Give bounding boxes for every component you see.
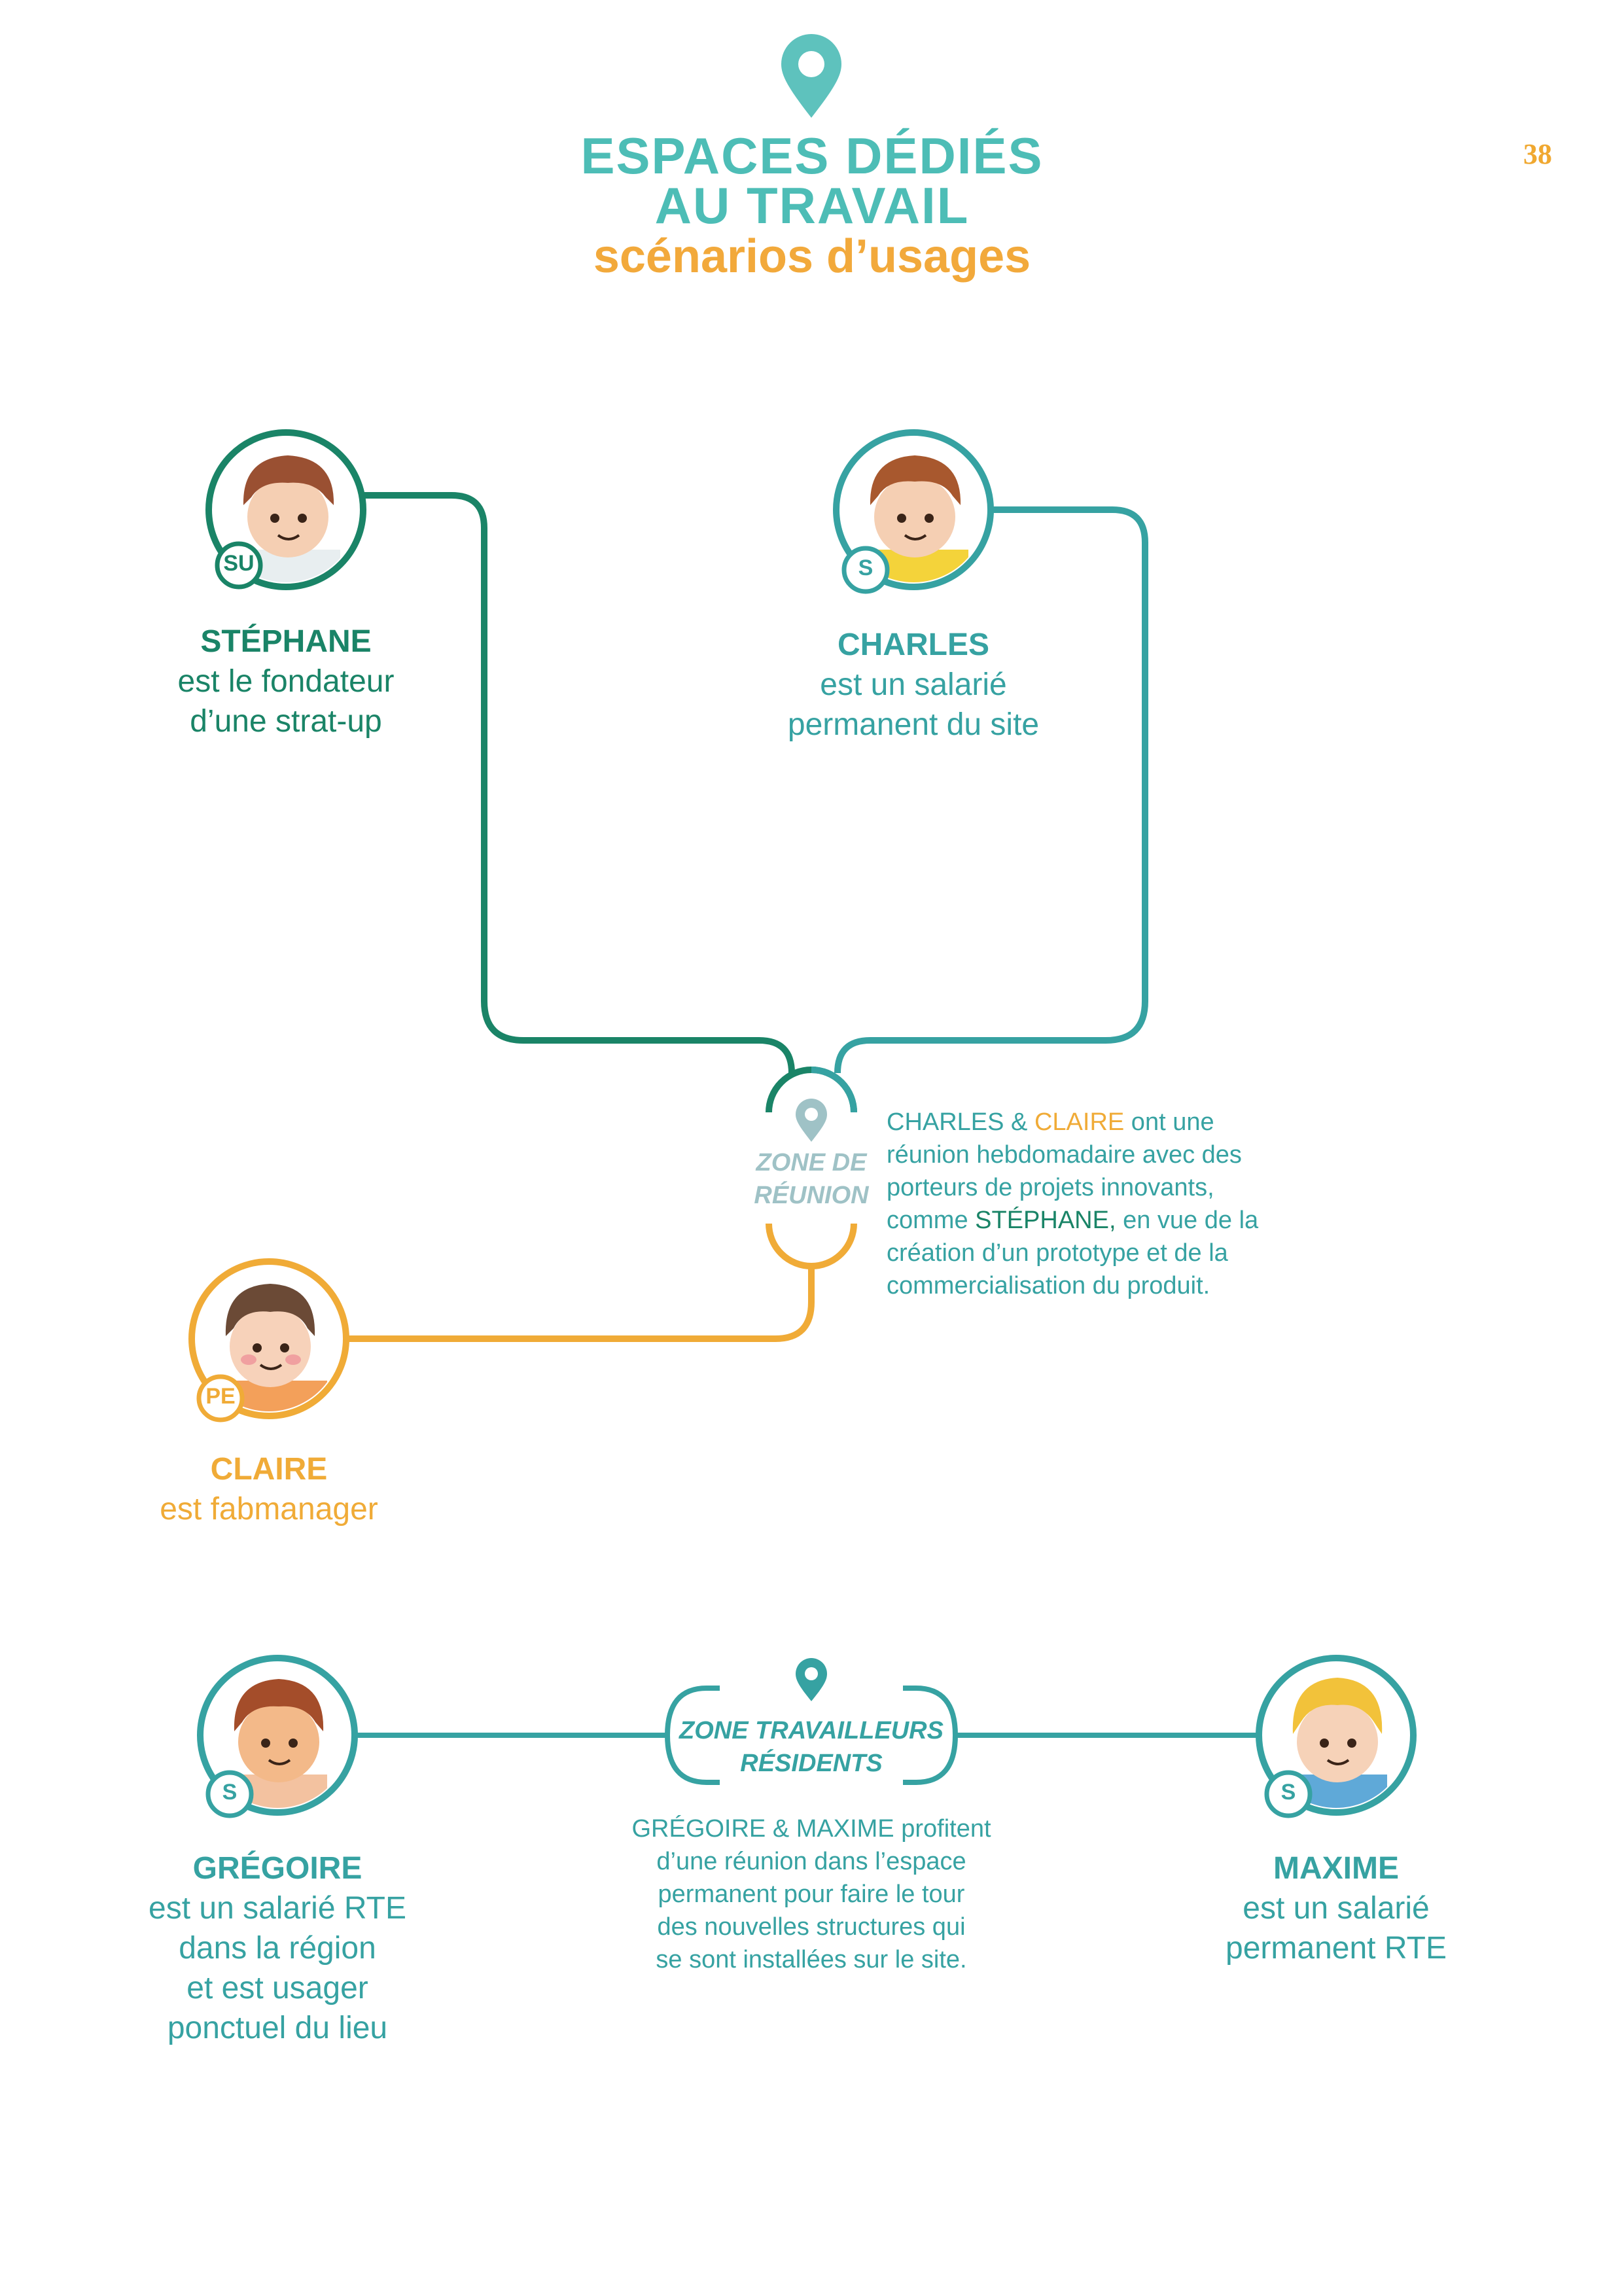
desc-stephane-2: d’une strat-up	[190, 704, 382, 739]
desc-charles-2: permanent du site	[787, 707, 1040, 742]
desc-gregoire-3: et est usager	[186, 1971, 368, 2005]
location-pin-icon	[796, 1099, 827, 1142]
desc-gregoire-2: dans la région	[179, 1931, 376, 1966]
location-pin-icon	[781, 34, 841, 118]
avatar-stephane	[205, 429, 366, 590]
zone-reunion-description: CHARLES & CLAIRE ont une réunion hebdoma…	[887, 1108, 1259, 1299]
zone-reunion-label-2: RÉUNION	[754, 1182, 869, 1209]
caption-charles: CHARLES est un salarié permanent du site	[750, 625, 1077, 745]
desc-stephane-1: est le fondateur	[177, 664, 395, 699]
caption-gregoire: GRÉGOIRE est un salarié RTE dans la régi…	[114, 1848, 441, 2048]
title-line-1: ESPACES DÉDIÉS	[580, 127, 1044, 185]
caption-stephane: STÉPHANE est le fondateur d’une strat-up	[122, 622, 450, 741]
zone-travailleurs-label-1: ZONE TRAVAILLEURS	[679, 1717, 944, 1744]
desc-gregoire-4: ponctuel du lieu	[167, 2011, 388, 2045]
mention-charles: CHARLES	[887, 1108, 1004, 1136]
charles-connector	[834, 506, 1148, 1074]
caption-maxime: MAXIME est un salarié permanent RTE	[1173, 1848, 1500, 1968]
zone-reunion-label-1: ZONE DE	[756, 1149, 867, 1176]
mention-stephane: STÉPHANE,	[975, 1207, 1116, 1234]
name-stephane: STÉPHANE	[200, 624, 372, 659]
title-subtitle: scénarios d’usages	[593, 230, 1031, 283]
zone-travailleurs-description: GRÉGOIRE & MAXIME profitent d’une réunio…	[631, 1815, 991, 1973]
name-claire: CLAIRE	[210, 1452, 328, 1487]
desc-gregoire-1: est un salarié RTE	[149, 1891, 406, 1926]
zone-travailleurs-label-2: RÉSIDENTS	[740, 1750, 883, 1777]
zone-reunion-bottom-arc	[766, 1223, 857, 1269]
title-line-2: AU TRAVAIL	[654, 177, 970, 234]
name-maxime: MAXIME	[1273, 1851, 1399, 1886]
stephane-connector	[360, 492, 795, 1074]
name-gregoire: GRÉGOIRE	[192, 1851, 362, 1886]
claire-connector	[342, 1266, 815, 1342]
mention-maxime: MAXIME	[796, 1815, 894, 1843]
avatar-charles	[833, 429, 994, 594]
name-charles: CHARLES	[837, 627, 989, 662]
desc-claire-1: est fabmanager	[160, 1492, 378, 1527]
avatar-claire	[188, 1258, 349, 1422]
avatar-maxime	[1256, 1655, 1417, 1818]
zone-reunion-top-arc-right	[811, 1067, 857, 1113]
badge-stephane: SU	[223, 551, 255, 576]
mention-gregoire: GRÉGOIRE	[631, 1815, 766, 1843]
mention-claire: CLAIRE	[1034, 1108, 1125, 1136]
avatar-gregoire	[197, 1655, 358, 1818]
zone-travailleurs-left-bracket	[664, 1686, 720, 1785]
page-number: 38	[1523, 138, 1552, 170]
badge-maxime: S	[1280, 1780, 1296, 1805]
page-title: ESPACES DÉDIÉS AU TRAVAIL scénarios d’us…	[485, 127, 1139, 283]
location-pin-icon	[796, 1658, 827, 1701]
caption-claire: CLAIRE est fabmanager	[105, 1449, 432, 1529]
zone-travailleurs-right-bracket	[903, 1686, 959, 1785]
badge-gregoire: S	[222, 1780, 238, 1805]
badge-charles: S	[858, 556, 874, 580]
desc-charles-1: est un salarié	[820, 667, 1007, 702]
zone-travailleurs-label: ZONE TRAVAILLEURS RÉSIDENTS	[654, 1714, 968, 1780]
desc-maxime-1: est un salarié	[1243, 1891, 1430, 1926]
badge-claire: PE	[205, 1384, 236, 1409]
desc-maxime-2: permanent RTE	[1226, 1931, 1447, 1966]
zone-reunion-label: ZONE DE RÉUNION	[726, 1146, 896, 1212]
